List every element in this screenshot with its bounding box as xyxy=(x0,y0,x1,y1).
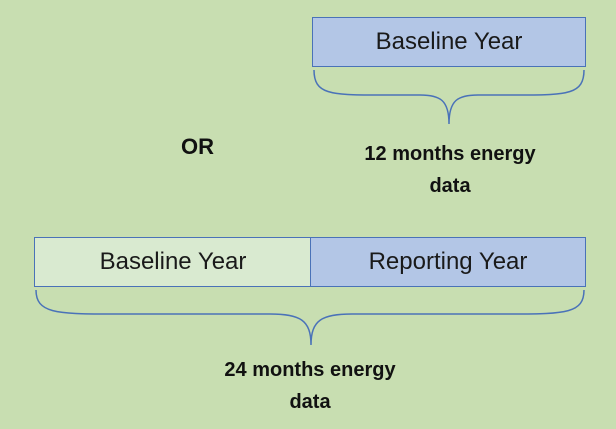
reporting-year-box: Reporting Year xyxy=(310,237,586,287)
bottom-caption: 24 months energy data xyxy=(190,354,430,418)
bottom-caption-line1: 24 months energy xyxy=(224,359,396,381)
top-caption-line2: data xyxy=(429,175,471,197)
top-baseline-year-box: Baseline Year xyxy=(312,17,586,67)
bottom-caption-line2: data xyxy=(289,391,331,413)
top-baseline-year-label: Baseline Year xyxy=(375,28,523,55)
top-caption-line1: 12 months energy xyxy=(364,143,536,165)
bottom-baseline-year-box: Baseline Year xyxy=(34,237,312,287)
or-separator: OR xyxy=(181,134,214,159)
bottom-baseline-year-label: Baseline Year xyxy=(99,248,247,275)
reporting-year-label: Reporting Year xyxy=(368,248,528,275)
top-caption: 12 months energy data xyxy=(330,138,570,202)
